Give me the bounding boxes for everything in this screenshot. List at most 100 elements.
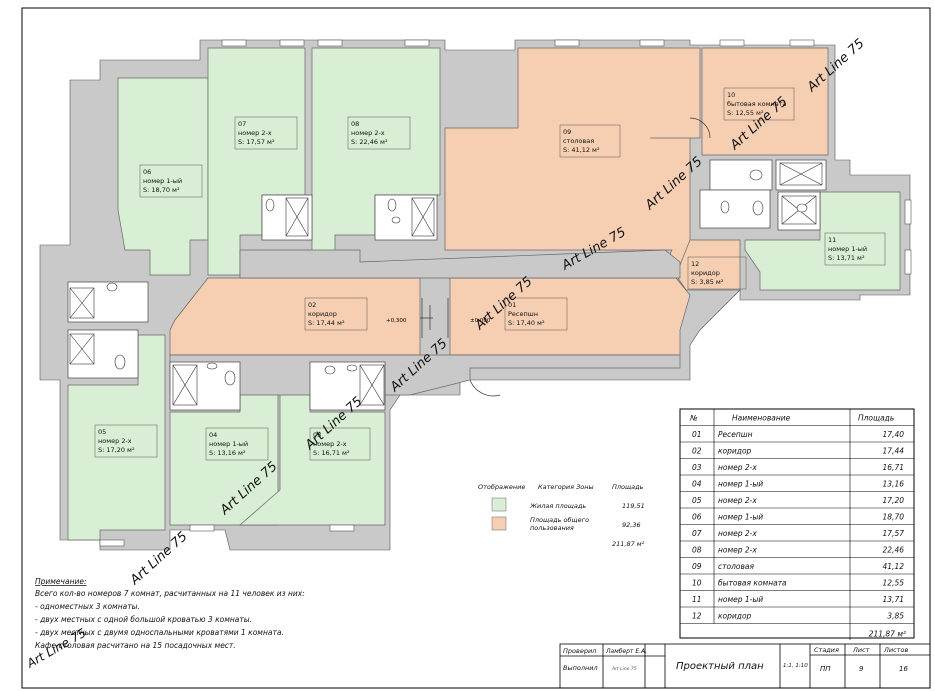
stamp-stage-header: Стадия	[814, 646, 839, 654]
room-name: коридор	[308, 310, 337, 318]
room-area: S: 13,71 м²	[828, 254, 865, 262]
notes-line: - двух местных с одной большой кроватью …	[35, 615, 252, 624]
table-header-num: №	[689, 414, 698, 423]
legend-label-common-line2: пользования	[530, 524, 574, 532]
legend-total: 211,87 м²	[612, 540, 645, 548]
stamp-sheets: 16	[899, 665, 908, 673]
room-area: S: 17,40 м²	[508, 319, 545, 327]
door-arc	[689, 117, 711, 139]
stamp-signature: Art Line 75	[611, 666, 637, 672]
room-number: 05	[98, 428, 106, 436]
stamp-drawing-title: Проектный план	[676, 661, 764, 672]
windows	[99, 39, 912, 547]
toilet	[324, 365, 336, 375]
room-number: 02	[308, 301, 316, 309]
room-label-box	[304, 297, 368, 331]
legend-label-common-line1: Площадь общего	[530, 516, 589, 524]
room-label-box	[94, 424, 158, 458]
legend-header-category: Категория Зоны	[538, 483, 594, 491]
sheet-frame	[21, 7, 931, 689]
legend-label-residential: Жилая площадь	[529, 502, 586, 510]
table-cell-num: 12	[692, 612, 702, 621]
room-number: 09	[563, 128, 571, 136]
room-10-fill[interactable]	[701, 47, 829, 156]
level-mark-left: +0,300	[386, 318, 407, 324]
room-area: S: 18,70 м²	[143, 186, 180, 194]
table-cell-area: 17,40	[883, 430, 905, 439]
table-cell-area: 17,20	[883, 496, 905, 505]
room-11-fill[interactable]	[744, 191, 901, 291]
room-label-box	[504, 297, 568, 331]
table-cell-num: 05	[692, 496, 702, 505]
stamp-made-label: Выполнил	[563, 664, 598, 672]
table-cell-name: номер 1-ый	[718, 513, 763, 522]
room-name: Ресепшн	[508, 310, 538, 318]
room-02-fill[interactable]	[169, 277, 421, 356]
table-cell-name: номер 2-х	[718, 546, 757, 555]
table-cell-area: 41,12	[883, 562, 905, 571]
room-label-box	[559, 124, 621, 158]
room-area: S: 17,44 м²	[308, 319, 345, 327]
stamp-stage: ПП	[820, 665, 831, 673]
room-name: номер 2-х	[238, 129, 272, 137]
stamp-checked-label: Проверил	[563, 647, 596, 655]
table-cell-area: 12,55	[883, 579, 905, 588]
table-cell-name: коридор	[718, 612, 752, 621]
table-cell-name: Ресепшн	[718, 430, 753, 439]
room-number: 07	[238, 120, 246, 128]
toilet	[752, 200, 764, 216]
room-label-box	[139, 164, 203, 198]
table-cell-num: 07	[692, 529, 702, 538]
doors	[420, 117, 711, 397]
room-number: 04	[209, 431, 217, 439]
table-cell-area: 17,57	[883, 529, 905, 538]
legend-value-residential: 119,51	[622, 502, 645, 510]
table-cell-area: 18,70	[883, 513, 905, 522]
sink	[206, 362, 218, 370]
room-area: S: 16,71 м²	[313, 449, 350, 457]
table-cell-num: 10	[692, 579, 702, 588]
table-cell-area: 3,85	[887, 612, 904, 621]
notes-title: Примечание:	[35, 577, 87, 586]
table-row: 05 номер 2-х 17,20	[692, 496, 904, 505]
table-cell-name: номер 2-х	[718, 496, 757, 505]
legend: Отображение Категория Зоны Площадь Жилая…	[478, 483, 645, 548]
level-mark-right: ±0,000	[470, 318, 491, 324]
table-cell-num: 02	[692, 447, 702, 456]
room-name: номер 2-х	[351, 129, 385, 137]
stamp-sheet: 9	[859, 665, 864, 673]
table-cell-area: 13,71	[883, 595, 904, 604]
room-number: 10	[727, 91, 735, 99]
room-name: номер 2-х	[98, 437, 132, 445]
stamp-scale: 1:1, 1:10	[783, 663, 808, 669]
room-label-box	[347, 116, 411, 150]
table-header-name: Наименование	[732, 414, 791, 423]
room-number: 08	[351, 120, 359, 128]
bathroom-12a	[699, 189, 771, 229]
legend-header-display: Отображение	[478, 483, 525, 491]
room-name: бытовая комната	[727, 100, 787, 108]
table-cell-name: столовая	[718, 562, 754, 571]
room-area: S: 22,46 м²	[351, 138, 388, 146]
room-name: номер 2-х	[313, 440, 347, 448]
